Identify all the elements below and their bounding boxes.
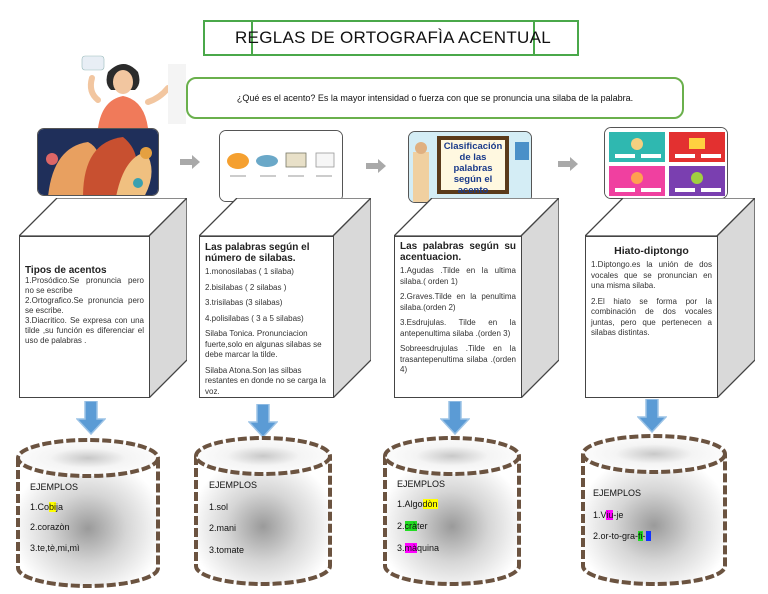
cylinder-3	[383, 436, 521, 586]
highlight: fi	[638, 531, 643, 541]
thumbnail-classification: Clasificación de las palabras según el a…	[408, 131, 532, 203]
cube-line: 3.Esdrujulas. Tilde en la antepenultima …	[400, 318, 516, 338]
cube-line: 2.El hiato se forma por la combinación d…	[591, 296, 712, 338]
examples-label: EJEMPLOS	[593, 488, 642, 498]
cube-line: 3.Diacritico. Se expresa con una tilde ,…	[25, 316, 144, 345]
info-cube: Tipos de acentos 1.Prosódico.Se pronunci…	[19, 198, 187, 398]
cylinder-2	[194, 436, 332, 586]
example-item: 1.Cobija	[30, 502, 64, 512]
highlight: bi	[49, 502, 57, 512]
arrow-down-icon	[247, 403, 279, 443]
examples-label: EJEMPLOS	[209, 480, 258, 490]
example-item: 1.sol	[209, 502, 229, 512]
examples-label: EJEMPLOS	[397, 479, 446, 489]
info-cube: Las palabras según su acentuacion. 1.Agu…	[394, 198, 559, 398]
cube-line: 2.Ortografico.Se pronuncia pero se escri…	[25, 296, 144, 315]
example-item: 3.te,tè,mi,mì	[30, 543, 80, 553]
arrow-right-icon	[366, 159, 386, 173]
example-item: 3.màquina	[397, 543, 440, 553]
example-item: 2.cràter	[397, 521, 428, 531]
cube-line: 2.Graves.Tilde en la penultima silaba.(o…	[400, 292, 516, 312]
cube-line: 1.monosilabas ( 1 silaba)	[205, 267, 294, 276]
cube-line: Silaba Atona.Son las silbas restantes en…	[205, 365, 326, 396]
highlight: iu	[606, 510, 614, 520]
cube-line: 3.trisilabas (3 silabas)	[205, 298, 283, 307]
thumbnail-syllables	[219, 130, 343, 202]
page-title: REGLAS DE ORTOGRAFÌA ACENTUAL	[235, 22, 551, 54]
arrow-right-icon	[180, 155, 200, 169]
example-item: 2.or-to-gra-fi-a	[593, 531, 651, 541]
cube-line: 1.Prosódico.Se pronuncia pero no se escr…	[25, 276, 144, 295]
highlight: mà	[404, 543, 418, 553]
arrow-right-icon	[558, 157, 578, 171]
cylinder-1	[16, 438, 160, 588]
cube-heading: Las palabras según su acentuacion.	[400, 241, 516, 263]
classification-thumb-text: Clasificación de las palabras según el a…	[443, 141, 503, 196]
example-item: 1.Algodòn	[397, 499, 438, 509]
cube-line: Silaba Tonica. Pronunciacion fuerte,solo…	[205, 329, 322, 359]
cube-line: 4.polisilabas ( 3 a 5 silabas)	[205, 313, 304, 323]
arrow-down-icon	[636, 398, 668, 438]
arrow-down-icon	[439, 400, 471, 440]
highlight: a	[645, 531, 651, 541]
teacher-illustration	[78, 50, 188, 128]
info-cube: Hiato-diptongo 1.Diptongo.es la unión de…	[585, 198, 755, 398]
info-cube: Las palabras según el número de silabas.…	[199, 198, 371, 398]
title-box: REGLAS DE ORTOGRAFÌA ACENTUAL	[203, 20, 579, 56]
cube-line: 2.bisilabas ( 2 silabas )	[205, 282, 287, 292]
cube-heading: Tipos de acentos	[25, 265, 107, 276]
thumbnail-accent-types	[37, 128, 159, 196]
cube-heading: Hiato-diptongo	[614, 245, 689, 257]
cube-heading: Las palabras según el número de silabas.	[205, 242, 310, 264]
highlight: crà	[404, 521, 418, 531]
examples-label: EJEMPLOS	[30, 482, 79, 492]
cube-line: 1.Diptongo.es la unión de dos vocales qu…	[591, 260, 712, 290]
question-box: ¿Qué es el acento? Es la mayor intensida…	[186, 77, 684, 119]
example-item: 2.corazòn	[30, 522, 70, 532]
cylinder-4	[581, 434, 727, 586]
highlight: dòn	[422, 499, 438, 509]
example-item: 1.Viu-je	[593, 510, 624, 520]
arrow-down-icon	[75, 400, 107, 440]
cube-line: Sobreesdrujulas .Tilde en la trasantepen…	[400, 344, 516, 374]
example-item: 3.tomate	[209, 545, 245, 555]
cube-line: 1.Agudas .Tilde en la ultima silaba.( or…	[400, 266, 516, 286]
example-item: 2.mani	[209, 523, 237, 533]
